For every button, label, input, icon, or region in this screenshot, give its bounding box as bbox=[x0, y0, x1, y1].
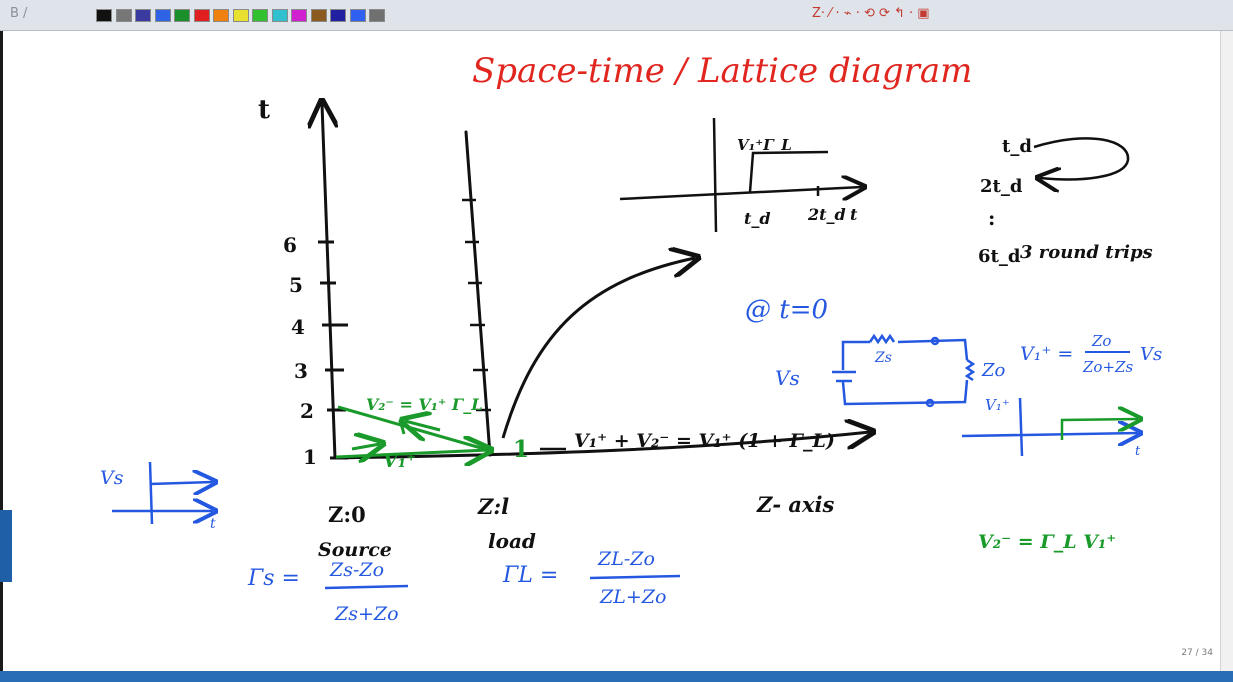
pen-color-swatch[interactable] bbox=[193, 9, 210, 22]
gamma-s-den: Zs+Zo bbox=[334, 603, 399, 625]
loop-arrow bbox=[1033, 137, 1130, 179]
load-line bbox=[464, 130, 492, 457]
z-axis bbox=[333, 432, 870, 460]
gamma-l-den: ZL+Zo bbox=[599, 586, 666, 608]
right-step-label: V₁⁺ bbox=[985, 396, 1010, 414]
pen-color-swatch[interactable] bbox=[252, 9, 268, 22]
pen-color-swatch[interactable] bbox=[213, 9, 229, 22]
note-dots: : bbox=[988, 206, 995, 230]
tick-2: 2 bbox=[300, 399, 314, 423]
drawing-tools[interactable]: Z· ⁄ · ⌁ · ⟲ ⟳ ↰ · ▣ bbox=[812, 6, 930, 21]
pen-color-swatch[interactable] bbox=[174, 9, 190, 22]
inset-td-label: t_d bbox=[744, 209, 771, 228]
tick-6: 6 bbox=[283, 233, 297, 257]
left-step-label: Vs bbox=[100, 467, 124, 489]
pen-color-swatch[interactable] bbox=[115, 9, 132, 22]
source-label: Source bbox=[318, 539, 392, 561]
gamma-s-lhs: Γs = bbox=[247, 566, 300, 591]
tick-3: 3 bbox=[294, 359, 308, 383]
load-voltage-expr: V₁⁺ + V₂⁻ = V₁⁺ (1 + Γ_L) bbox=[574, 430, 835, 452]
note-td: t_d bbox=[1002, 136, 1032, 157]
tick-1: 1 bbox=[303, 445, 317, 469]
incident-wave-label: V₁⁺ bbox=[383, 450, 416, 472]
window-left-edge bbox=[0, 31, 3, 671]
reflection-note: V₂⁻ = Γ_L V₁⁺ bbox=[978, 531, 1116, 553]
zl-label: Z:l bbox=[477, 494, 509, 519]
gamma-s-num: Zs-Zo bbox=[329, 559, 384, 581]
v1-formula-rhs: Vs bbox=[1140, 344, 1162, 365]
pen-color-swatch[interactable] bbox=[232, 9, 249, 22]
note-round-trips: 3 round trips bbox=[1020, 242, 1153, 263]
t-tick-labels: 6 5 4 3 2 1 bbox=[283, 233, 317, 469]
pen-color-swatch[interactable] bbox=[154, 9, 171, 22]
left-step-axis: t bbox=[210, 516, 216, 532]
pen-color-swatch[interactable] bbox=[96, 9, 112, 22]
reflected-wave-label: V₂⁻ = V₁⁺ Γ_L bbox=[366, 395, 482, 414]
load-time-1: 1 bbox=[513, 436, 529, 463]
format-buttons[interactable]: B / bbox=[10, 6, 28, 21]
v1-formula-lhs: V₁⁺ = bbox=[1020, 343, 1073, 365]
vertical-scrollbar[interactable] bbox=[1220, 31, 1233, 671]
v1-formula-den: Zo+Zs bbox=[1082, 358, 1133, 376]
z0-label: Z:0 bbox=[328, 502, 366, 527]
circuit-vs-label: Vs bbox=[775, 366, 800, 390]
inset-plot bbox=[619, 117, 862, 233]
note-6td: 6t_d bbox=[978, 246, 1021, 267]
bottom-progress-bar bbox=[0, 671, 1233, 682]
load-ticks bbox=[462, 198, 491, 412]
note-2td: 2t_d bbox=[980, 176, 1023, 197]
inset-t-label: t bbox=[850, 205, 858, 224]
t-axis bbox=[322, 104, 335, 460]
load-label: load bbox=[488, 529, 536, 553]
inset-level-label: V₁⁺Γ_L bbox=[737, 136, 792, 154]
circuit-zo-label: Zo bbox=[981, 360, 1006, 381]
at-t0-label: @ t=0 bbox=[745, 295, 828, 325]
pen-color-swatch[interactable] bbox=[369, 9, 385, 22]
inset-2td-label: 2t_d bbox=[807, 205, 846, 224]
z-axis-label: Z- axis bbox=[756, 492, 834, 517]
gamma-l-lhs: ΓL = bbox=[502, 563, 558, 588]
pen-color-swatch[interactable] bbox=[349, 9, 366, 22]
gamma-l-num: ZL-Zo bbox=[597, 548, 655, 570]
circuit-sketch bbox=[832, 333, 976, 408]
t-axis-label: t bbox=[258, 95, 270, 125]
right-step-plot bbox=[961, 397, 1138, 457]
pen-color-swatch[interactable] bbox=[330, 9, 346, 22]
zoom-arrow bbox=[501, 258, 695, 439]
v1-formula-num: Zo bbox=[1091, 332, 1111, 350]
left-step-plot bbox=[112, 461, 213, 525]
circuit-zs-label: Zs bbox=[874, 350, 892, 366]
tick-5: 5 bbox=[289, 273, 303, 297]
pen-toolbar: B / Z· ⁄ · ⌁ · ⟲ ⟳ ↰ · ▣ bbox=[0, 0, 1233, 31]
pen-color-swatch[interactable] bbox=[291, 9, 307, 22]
taskbar-fragment bbox=[0, 510, 12, 582]
slide-title: Space-time / Lattice diagram bbox=[472, 51, 972, 91]
whiteboard-canvas: Space-time / Lattice diagram t 6 5 4 3 2… bbox=[100, 51, 1162, 625]
tick-4: 4 bbox=[291, 315, 305, 339]
pen-color-swatch[interactable] bbox=[135, 9, 151, 22]
pen-color-swatch[interactable] bbox=[271, 9, 288, 22]
page-indicator: 27 / 34 bbox=[1181, 648, 1213, 658]
right-step-axis: t bbox=[1135, 444, 1141, 459]
pen-color-swatch[interactable] bbox=[310, 9, 327, 22]
